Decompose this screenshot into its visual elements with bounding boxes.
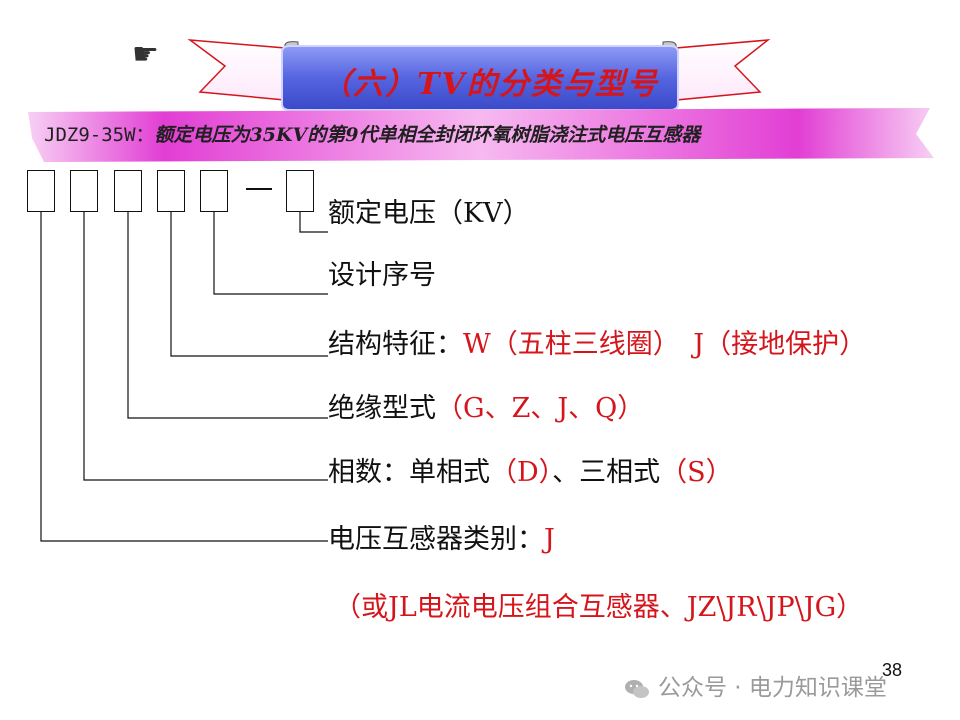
combined-transformer-note: （或JL电流电压组合互感器、JZ\JR\JP\JG） — [334, 592, 864, 623]
code-box-6 — [286, 170, 314, 212]
row-value: （G、Z、J、Q） — [436, 393, 645, 424]
row-value: （D） — [490, 457, 553, 488]
row-structure: 结构特征：W（五柱三线圈） J（接地保护） — [328, 327, 866, 363]
watermark-text: 公众号 · 电力知识课堂 — [658, 675, 887, 701]
pointing-hand-icon: ☛ — [132, 37, 159, 72]
connector-category — [40, 212, 328, 542]
row-label: 设计序号 — [328, 260, 436, 291]
row-label: 相数：单相式 — [328, 457, 490, 488]
page-number: 38 — [882, 660, 903, 680]
model-description: 额定电压为35KV的第9代单相全封闭环氧树脂浇注式电压互感器 — [154, 124, 701, 146]
banner-tail-left — [187, 39, 286, 101]
code-separator-dash — [246, 188, 272, 190]
banner-center — [281, 45, 679, 111]
connector-design-number — [213, 212, 328, 295]
row-rated-voltage: 额定电压（KV） — [328, 196, 530, 232]
banner-graphic — [28, 39, 934, 162]
row-phase: 相数：单相式（D）、三相式（S） — [328, 455, 733, 491]
banner-tail-right — [675, 39, 771, 101]
connector-insulation — [127, 212, 328, 419]
model-code: JDZ9-35W： — [44, 124, 155, 146]
code-box-2 — [70, 170, 98, 212]
row-label: 绝缘型式 — [328, 393, 436, 424]
code-box-1 — [27, 170, 55, 212]
code-box-5 — [200, 170, 228, 212]
slide-title: （六）TV的分类与型号 — [321, 67, 659, 102]
connector-structure — [170, 212, 328, 357]
connector-phase — [83, 212, 328, 481]
connector-rated-voltage — [299, 212, 328, 233]
row-value-2: （S） — [660, 457, 733, 488]
code-box-3 — [114, 170, 142, 212]
row-value: W（五柱三线圈） J（接地保护） — [463, 329, 867, 360]
code-box-4 — [157, 170, 185, 212]
subtitle-ribbon — [28, 108, 934, 162]
row-label: 额定电压（KV） — [328, 198, 530, 229]
row-label-2: 、三相式 — [552, 457, 661, 488]
row-value: J — [544, 524, 555, 555]
row-label: 结构特征： — [328, 329, 463, 360]
wechat-icon — [625, 679, 649, 698]
row-category: 电压互感器类别：J — [328, 522, 555, 558]
row-insulation: 绝缘型式（G、Z、J、Q） — [328, 391, 644, 427]
row-label: 电压互感器类别： — [328, 524, 544, 555]
watermark: 公众号 · 电力知识课堂 — [624, 668, 887, 702]
model-subtitle: JDZ9-35W：额定电压为35KV的第9代单相全封闭环氧树脂浇注式电压互感器 — [44, 118, 924, 152]
row-design-number: 设计序号 — [328, 258, 436, 294]
